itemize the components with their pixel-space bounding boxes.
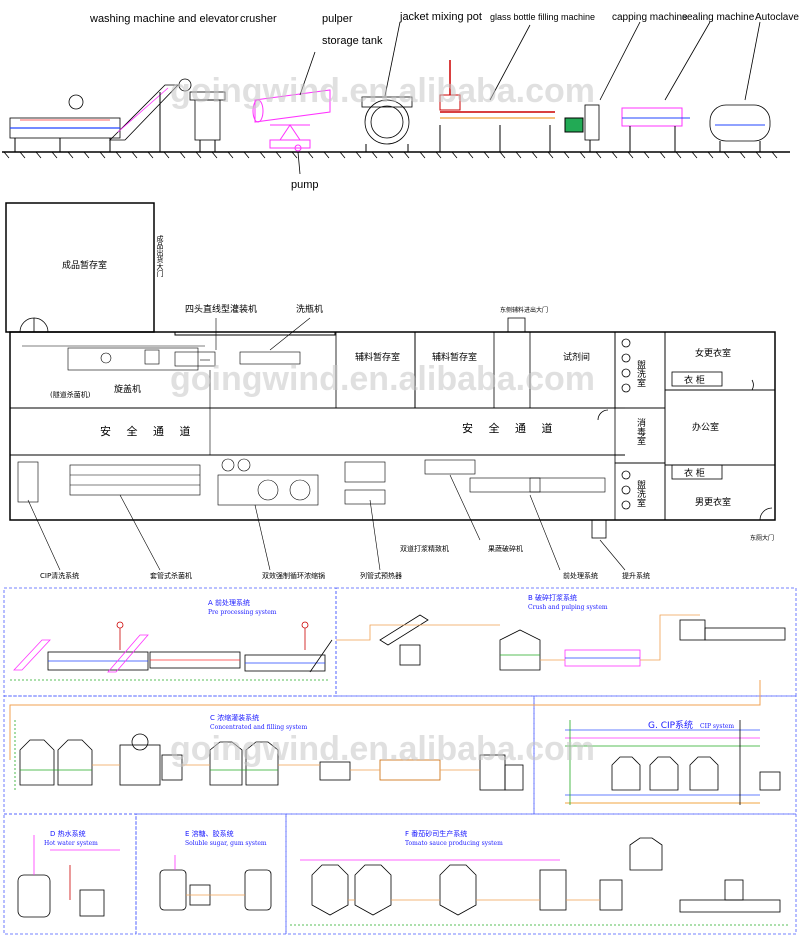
- label-filler: 四头直线型灌装机: [185, 303, 257, 315]
- section-a-equipment: [10, 621, 333, 681]
- autoclave-icon: [709, 21, 771, 152]
- section-f-subtitle: Tomato sauce producing system: [405, 840, 503, 847]
- label-safety-corridor-left: 安 全 通 道: [100, 424, 197, 438]
- room-aux-storage-2: 辅料暂存室: [432, 351, 477, 363]
- label-side-door: 东侧辅料进出大门: [500, 306, 548, 314]
- crusher-icon: [178, 78, 226, 152]
- label-capper: 旋盖机: [114, 383, 141, 395]
- label-washing-machine: washing machine and elevator: [89, 13, 239, 25]
- section-c-subtitle: Concentrated and filling system: [210, 724, 307, 731]
- capping-machine-icon: [564, 21, 641, 152]
- section-g-subtitle: CIP system: [700, 723, 734, 730]
- label-crusher: crusher: [240, 13, 277, 25]
- callout-lift: 提升系统: [622, 571, 650, 580]
- label-bottle-washer: 洗瓶机: [296, 303, 323, 315]
- section-g-title: G. CIP系统: [648, 719, 693, 731]
- room-male-locker: 男更衣室: [695, 496, 731, 508]
- sealing-machine-icon: [621, 21, 711, 152]
- pump-icon: [294, 144, 302, 175]
- section-f-title: F 番茄砂司生产系统: [405, 829, 467, 838]
- label-exit-door: 成品出货大门: [156, 234, 164, 278]
- room-finished-goods: 成品暂存室: [62, 259, 107, 271]
- process-schematic: A 前处理系统 Pre processing system B 破碎打浆系统 C…: [3, 587, 797, 935]
- section-b-title: B 破碎打浆系统: [528, 593, 577, 602]
- callout-pretreatment: 前处理系统: [563, 571, 598, 580]
- label-closet-1: 衣 柜: [684, 374, 705, 386]
- glass-bottle-filling-machine-icon: [439, 24, 555, 152]
- section-e-equipment: [159, 855, 272, 911]
- room-reagent: 试剂间: [563, 351, 590, 363]
- callout-preheater: 列管式预热器: [360, 571, 402, 580]
- watermark-1: goingwind.en.alibaba.com: [170, 72, 595, 110]
- callout-cip: CIP清洗系统: [40, 571, 79, 580]
- callout-tube-sterilizer: 套管式杀菌机: [150, 571, 192, 580]
- room-disinfection: 消毒室: [635, 417, 646, 445]
- room-washroom-1: 盥洗室: [635, 359, 646, 387]
- callout-pulping: 双道打浆精致机: [400, 544, 449, 553]
- section-e-subtitle: Soluble sugar, gum system: [185, 840, 267, 847]
- section-a-title: A 前处理系统: [208, 598, 250, 607]
- label-jacket-mixing-pot: jacket mixing pot: [399, 11, 482, 23]
- label-sealing-machine: sealing machine: [682, 12, 755, 23]
- section-c-equipment: [14, 720, 524, 791]
- washing-machine-icon: [9, 84, 179, 152]
- watermark-3: goingwind.en.alibaba.com: [170, 730, 595, 768]
- room-office: 办公室: [692, 421, 719, 433]
- room-female-locker: 女更衣室: [695, 347, 731, 359]
- callout-evaporator: 双效强制循环浓缩锅: [262, 571, 325, 580]
- label-pulper: pulper: [322, 13, 353, 25]
- section-c-title: C 浓缩灌装系统: [210, 713, 259, 722]
- section-b-equipment: [336, 614, 786, 671]
- room-washroom-2: 盥洗室: [635, 479, 646, 507]
- section-d-equipment: [17, 835, 120, 918]
- section-a-subtitle: Pre processing system: [208, 609, 277, 616]
- room-aux-storage-1: 辅料暂存室: [355, 351, 400, 363]
- label-storage-tank: storage tank: [322, 35, 383, 47]
- label-glass-bottle-filling: glass bottle filling machine: [490, 12, 595, 22]
- callout-crusher: 果蔬破碎机: [488, 544, 523, 553]
- label-capping-machine: capping machine: [612, 12, 688, 23]
- label-pump: pump: [291, 179, 319, 191]
- section-d-subtitle: Hot water system: [44, 840, 98, 847]
- section-g-equipment: [565, 720, 781, 805]
- section-f-equipment: [290, 837, 790, 926]
- watermarks: goingwind.en.alibaba.com goingwind.en.al…: [170, 72, 595, 768]
- label-east-door: 东厕大门: [750, 534, 774, 542]
- section-e-title: E 溶糖、胶系统: [185, 829, 234, 838]
- pulper-icon: [252, 51, 331, 149]
- label-closet-2: 衣 柜: [684, 467, 705, 479]
- floor-plan: 成品暂存室 成品出货大门 四头直线型灌装机 洗瓶机 东侧辅料进出大门 辅料暂存室…: [5, 202, 776, 580]
- section-d-title: D 热水系统: [50, 829, 86, 838]
- label-tunnel-sterilizer: (隧道杀菌机): [50, 390, 91, 399]
- section-b-subtitle: Crush and pulping system: [528, 604, 608, 611]
- watermark-2: goingwind.en.alibaba.com: [170, 360, 595, 398]
- label-safety-corridor-right: 安 全 通 道: [462, 421, 559, 435]
- jacket-mixing-pot-icon: [361, 21, 413, 152]
- label-autoclave: Autoclave: [755, 12, 799, 23]
- production-line-diagram: washing machine and elevator crusher pul…: [2, 11, 799, 191]
